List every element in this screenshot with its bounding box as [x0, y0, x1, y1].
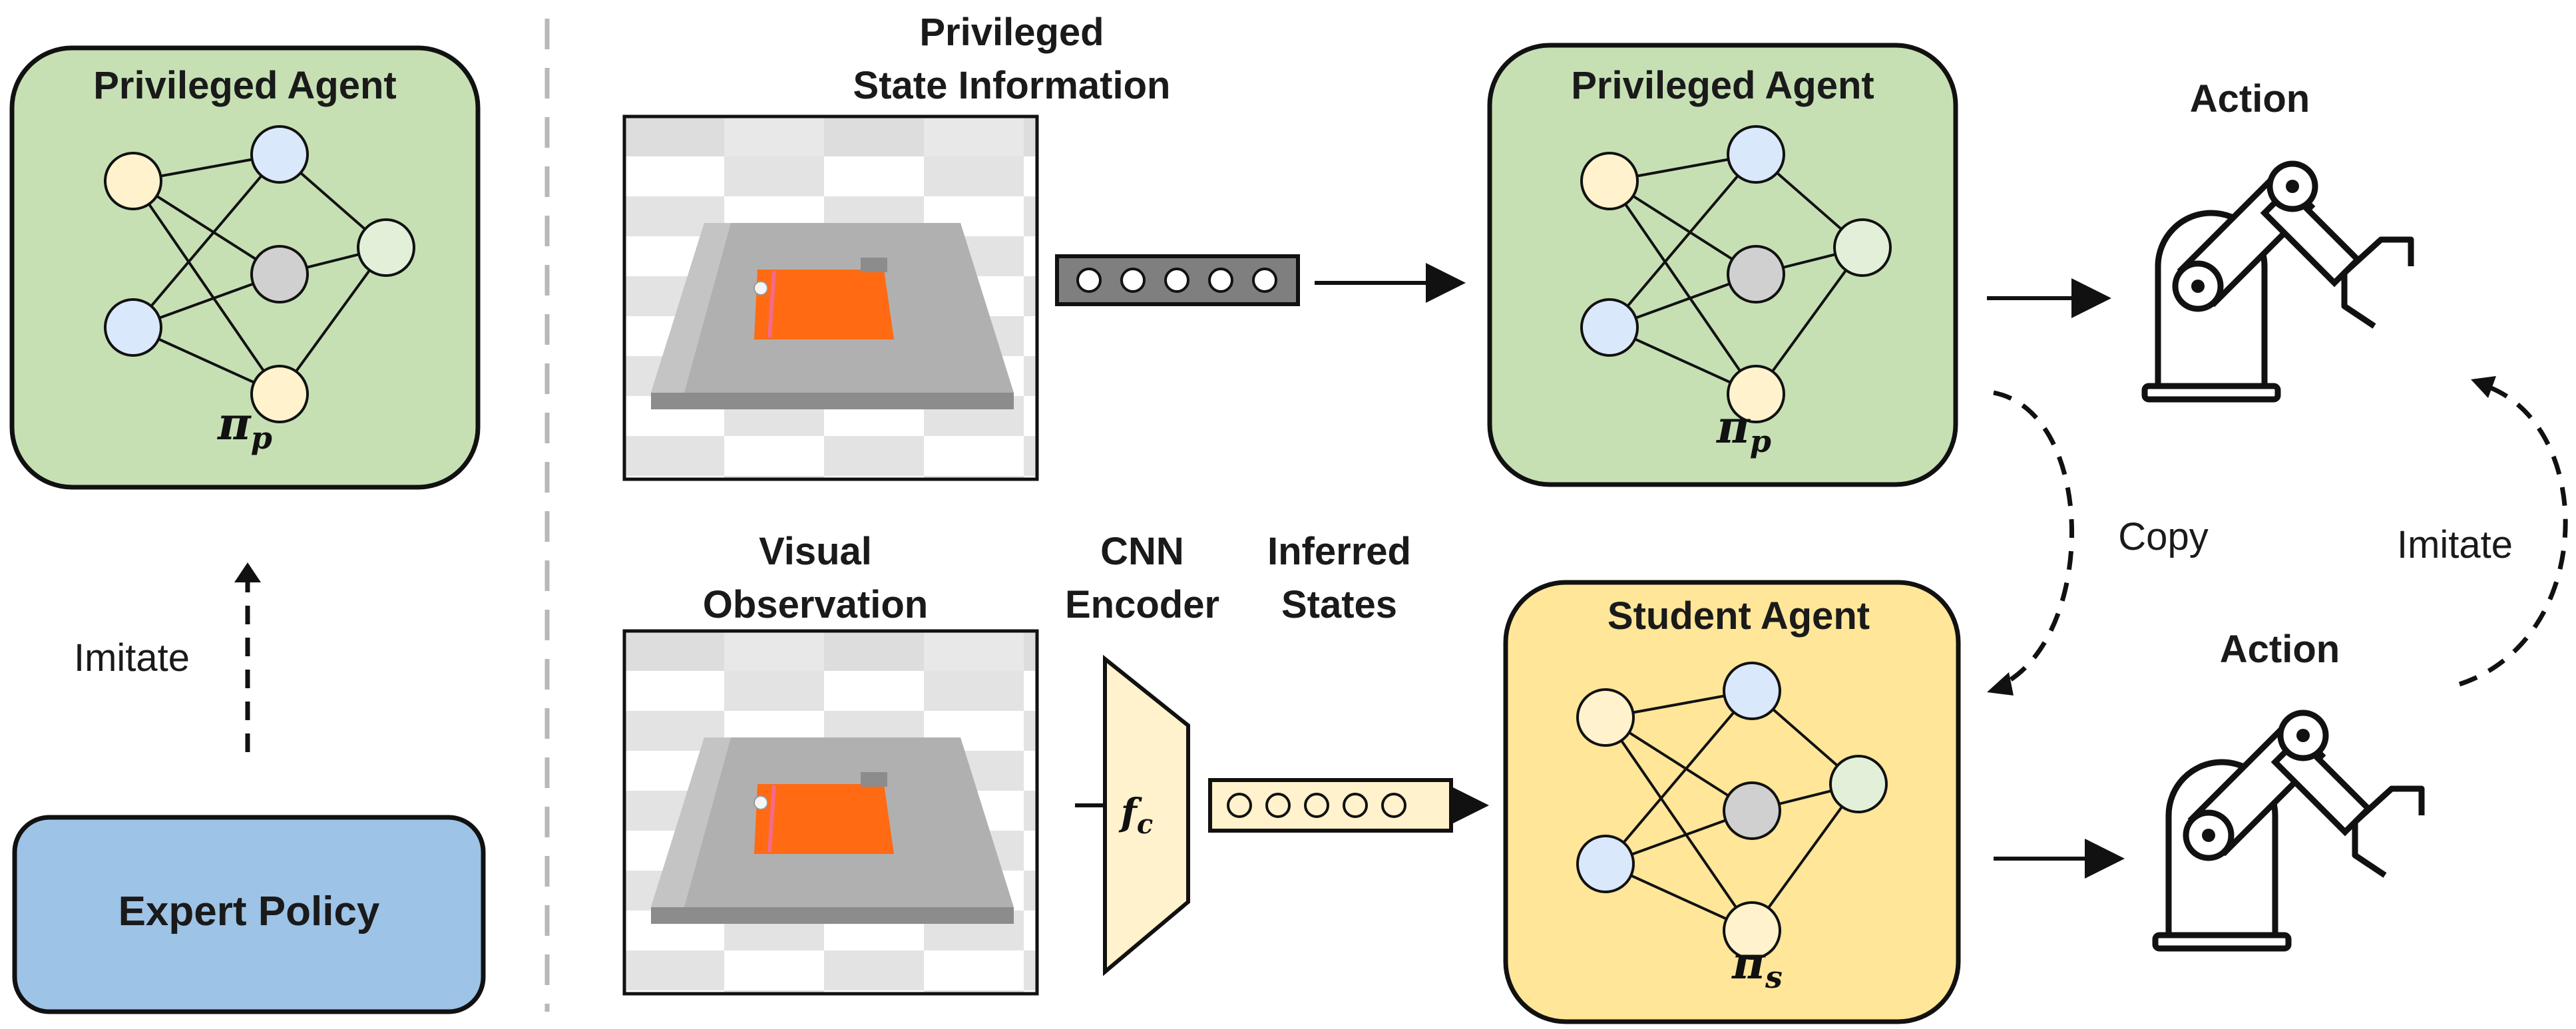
copy-arrow [1987, 390, 2074, 696]
visual-obs-label-line2: Observation [703, 583, 928, 626]
copy-label: Copy [2118, 515, 2208, 558]
top-privileged-agent-box: Privileged Agent πp [1487, 43, 1958, 487]
imitate-right-arrow [2458, 376, 2568, 687]
expert-policy-label: Expert Policy [118, 889, 380, 934]
cnn-encoder-block: fc [1103, 654, 1190, 976]
left-privileged-agent-title: Privileged Agent [93, 64, 397, 107]
left-imitate-arrow [234, 562, 261, 752]
cnn-label-line2: Encoder [1065, 583, 1219, 626]
expert-policy-box: Expert Policy [12, 815, 486, 1014]
cnn-label-line1: CNN [1100, 530, 1184, 573]
bottom-action-label: Action [2220, 628, 2340, 671]
top-robot-arm-icon [2145, 164, 2411, 399]
left-imitate-label: Imitate [74, 636, 190, 680]
state-info-label-line1: Privileged [919, 11, 1104, 54]
bottom-robot-arm-icon [2155, 713, 2422, 948]
inferred-label-line1: Inferred [1267, 530, 1411, 573]
visual-scene-image [624, 631, 1037, 994]
student-agent-title: Student Agent [1608, 594, 1870, 638]
state-info-label-line2: State Information [853, 64, 1171, 107]
inferred-label-line2: States [1281, 583, 1397, 626]
privileged-scene-image [624, 116, 1037, 479]
top-privileged-agent-title: Privileged Agent [1571, 64, 1874, 107]
top-privileged-policy-symbol: πp [1715, 401, 1771, 459]
left-privileged-policy-symbol: πp [216, 397, 272, 456]
visual-obs-label-line1: Visual [759, 530, 872, 573]
right-imitate-label: Imitate [2397, 523, 2513, 566]
privileged-state-vector [1055, 254, 1300, 306]
student-agent-box: Student Agent πs [1503, 580, 1961, 1024]
inferred-state-vector [1208, 778, 1453, 833]
top-action-label: Action [2190, 77, 2310, 120]
left-privileged-agent-box: Privileged Agent πp [9, 45, 481, 490]
student-policy-symbol: πs [1731, 936, 1783, 995]
